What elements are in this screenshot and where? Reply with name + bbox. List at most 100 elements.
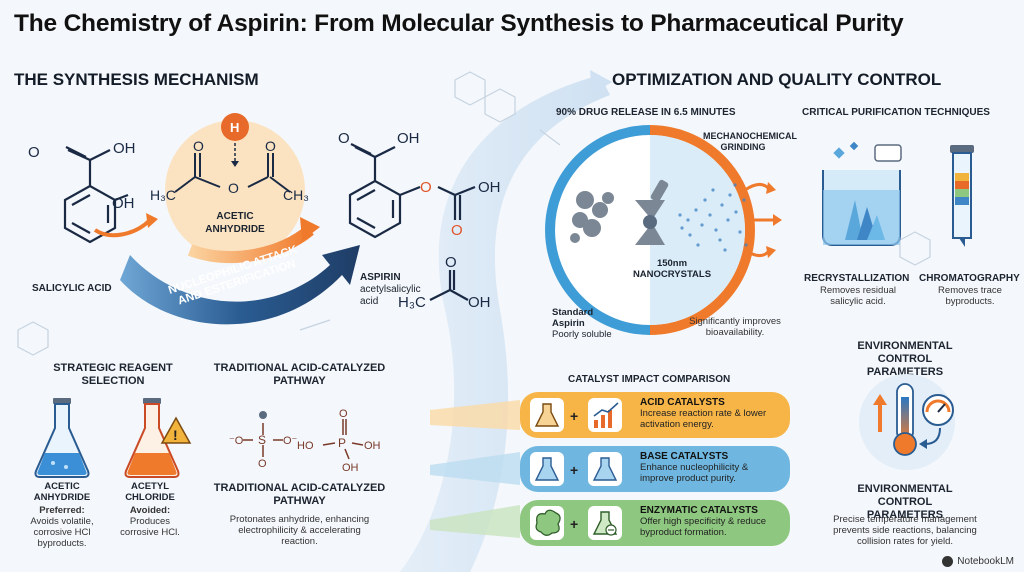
gauge-icon (922, 394, 954, 426)
svg-text:+: + (570, 408, 578, 424)
standard-aspirin-particles-icon (570, 191, 614, 243)
flask2-desc: Produces corrosive HCl. (120, 516, 180, 538)
flask1-status: Preferred: (39, 505, 85, 516)
reagent-flasks: ! (34, 398, 192, 478)
environment-icon (859, 374, 955, 470)
standard-desc: Poorly soluble (552, 329, 612, 340)
aspirin-subname: acetylsalicylic acid (360, 284, 421, 307)
standard-label: Standard Aspirin (552, 307, 594, 329)
release-arrows (744, 183, 775, 257)
svg-text:OH: OH (113, 140, 136, 157)
svg-text:O: O (28, 144, 40, 161)
svg-text:O: O (445, 254, 457, 271)
svg-text:O: O (451, 222, 463, 239)
recryst-desc: Removes residual salicylic acid. (819, 285, 897, 307)
optimization-heading: OPTIMIZATION AND QUALITY CONTROL (612, 70, 942, 89)
nano-label: 150nm NANOCRYSTALS (632, 258, 712, 280)
pathway-heading-top: TRADITIONAL ACID-CATALYZED PATHWAY (213, 362, 386, 387)
catalyst-bars: + + + (430, 392, 790, 546)
svg-text:OH: OH (468, 294, 491, 311)
catalyst-enzymatic-desc: Offer high specificity & reduce byproduc… (640, 516, 767, 538)
environment-heading-bottom: ENVIRONMENTAL CONTROL PARAMETERS (857, 483, 953, 521)
svg-text:+: + (570, 516, 578, 532)
base-flask-2-icon (588, 452, 622, 486)
up-arrow-icon (873, 394, 887, 432)
svg-text:OH: OH (478, 179, 501, 196)
svg-text:O: O (339, 408, 348, 420)
catalyst-acid-name: ACID CATALYSTS (640, 397, 725, 408)
catalysts-heading: CATALYST IMPACT COMPARISON (568, 374, 731, 385)
base-flask-icon (530, 452, 564, 486)
purification-heading: CRITICAL PURIFICATION TECHNIQUES (802, 107, 990, 118)
chromatography-column-icon (950, 145, 974, 247)
catalyst-base: BASE CATALYSTS Enhance nucleophilicity &… (640, 451, 775, 484)
svg-text:O: O (258, 458, 267, 470)
svg-text:O⁻: O⁻ (283, 435, 298, 447)
flask2-status: Avoided: (129, 505, 171, 516)
recryst-name: RECRYSTALLIZATION (804, 273, 910, 284)
svg-text:OH: OH (112, 195, 135, 212)
chrom-name: CHROMATOGRAPHY (919, 273, 1020, 284)
pathway-desc: Protonates anhydride, enhancing electrop… (229, 514, 370, 547)
acetic-anhydride-label: ACETIC ANHYDRIDE (205, 211, 265, 235)
catalyst-enzymatic: ENZYMATIC CATALYSTS Offer high specifici… (640, 505, 775, 538)
synthesis-diagram: O OH OH H O O O H₃C CH₃ (28, 113, 501, 325)
acetic-anhydride-flask-icon (34, 398, 90, 478)
catalyst-enzymatic-name: ENZYMATIC CATALYSTS (640, 505, 758, 516)
svg-text:OH: OH (397, 130, 420, 147)
svg-text:+: + (570, 462, 578, 478)
catalyst-acid: ACID CATALYSTS Increase reaction rate & … (640, 397, 775, 430)
badge-label: NotebookLM (957, 556, 1014, 567)
svg-text:⁻O: ⁻O (229, 435, 244, 447)
catalyst-acid-desc: Increase reaction rate & lower activatio… (640, 408, 767, 430)
catalyst-base-desc: Enhance nucleophilicity & improve produc… (640, 462, 749, 484)
notebooklm-badge: NotebookLM (942, 556, 1014, 567)
sulfuric-acid-structure (243, 423, 283, 457)
purification-icons (822, 141, 974, 247)
pathway-heading-bottom: TRADITIONAL ACID-CATALYZED PATHWAY (213, 482, 386, 507)
enzyme-flask-icon (588, 506, 622, 540)
svg-text:!: ! (173, 427, 178, 443)
enzyme-icon (530, 506, 564, 540)
reagent-heading: STRATEGIC REAGENT SELECTION (53, 362, 173, 387)
svg-text:OH: OH (342, 462, 359, 474)
synthesis-heading: THE SYNTHESIS MECHANISM (14, 70, 259, 89)
acid-flask-icon (530, 398, 564, 432)
acid-structures: S ⁻O O⁻ O O P HO OH OH (229, 408, 381, 474)
svg-text:S: S (258, 433, 266, 447)
warning-icon: ! (160, 416, 192, 444)
salicylic-acid-label: SALICYLIC ACID (32, 283, 112, 294)
svg-text:H: H (230, 120, 239, 135)
thermometer-icon (893, 383, 917, 456)
environment-desc: Precise temperature management prevents … (833, 514, 977, 547)
page-title: The Chemistry of Aspirin: From Molecular… (14, 10, 904, 37)
grinding-mortar-icon (635, 179, 669, 245)
svg-text:O: O (338, 130, 350, 147)
svg-text:O: O (228, 180, 239, 196)
environment-heading-top: ENVIRONMENTAL CONTROL PARAMETERS (857, 340, 953, 378)
aspirin-label: ASPIRIN acetylsalicylic acid (360, 272, 430, 308)
flask2-name: ACETYL CHLORIDE (125, 481, 175, 503)
mechano-label: MECHANOCHEMICAL GRINDING (703, 131, 797, 152)
phosphoric-acid-structure (322, 419, 364, 460)
improved-desc: Significantly improves bioavailability. (689, 316, 781, 338)
svg-text:OH: OH (364, 440, 381, 452)
growth-chart-icon (588, 398, 622, 432)
nanocrystal-spray (678, 183, 748, 252)
flask1-name: ACETIC ANHYDRIDE (33, 481, 91, 503)
chrom-desc: Removes trace byproducts. (938, 285, 1002, 307)
recrystallization-beaker-icon (822, 141, 901, 246)
nanocrystal-diagram (545, 125, 782, 335)
aspirin-name: ASPIRIN (360, 272, 401, 283)
catalyst-base-name: BASE CATALYSTS (640, 451, 729, 462)
notebooklm-logo-icon (942, 556, 954, 567)
svg-text:O: O (265, 138, 276, 154)
svg-text:HO: HO (297, 440, 314, 452)
svg-text:P: P (338, 436, 346, 450)
svg-text:H₃C: H₃C (150, 187, 176, 203)
aspirin-molecule (348, 143, 476, 301)
svg-text:CH₃: CH₃ (283, 187, 309, 203)
flask1-desc: Avoids volatile, corrosive HCl byproduct… (30, 516, 94, 549)
release-heading: 90% DRUG RELEASE IN 6.5 MINUTES (556, 107, 736, 118)
salicylic-acid-molecule (63, 146, 129, 244)
